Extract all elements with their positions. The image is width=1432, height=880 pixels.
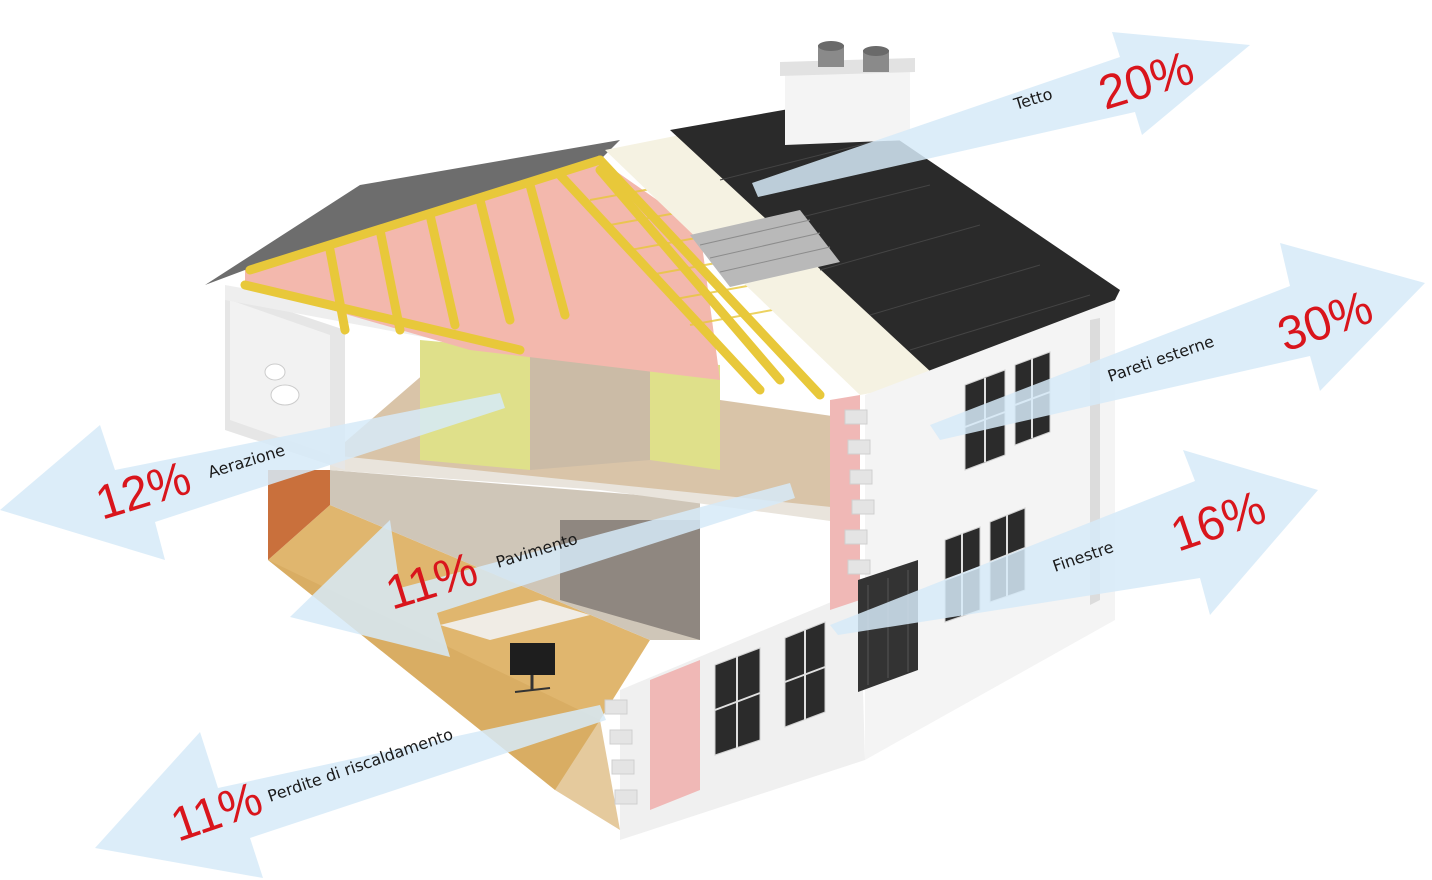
arrow-pavimento [290,483,795,657]
arrow-pareti-esterne [930,243,1425,440]
chimney-icon [780,41,915,145]
arrow-finestre [830,450,1318,635]
chair-icon [510,643,555,693]
arrow-aerazione [0,393,505,560]
arrow-perdite-riscaldamento [95,705,606,878]
arrow-tetto [752,32,1250,197]
percent-tetto: 20% [1093,42,1200,121]
